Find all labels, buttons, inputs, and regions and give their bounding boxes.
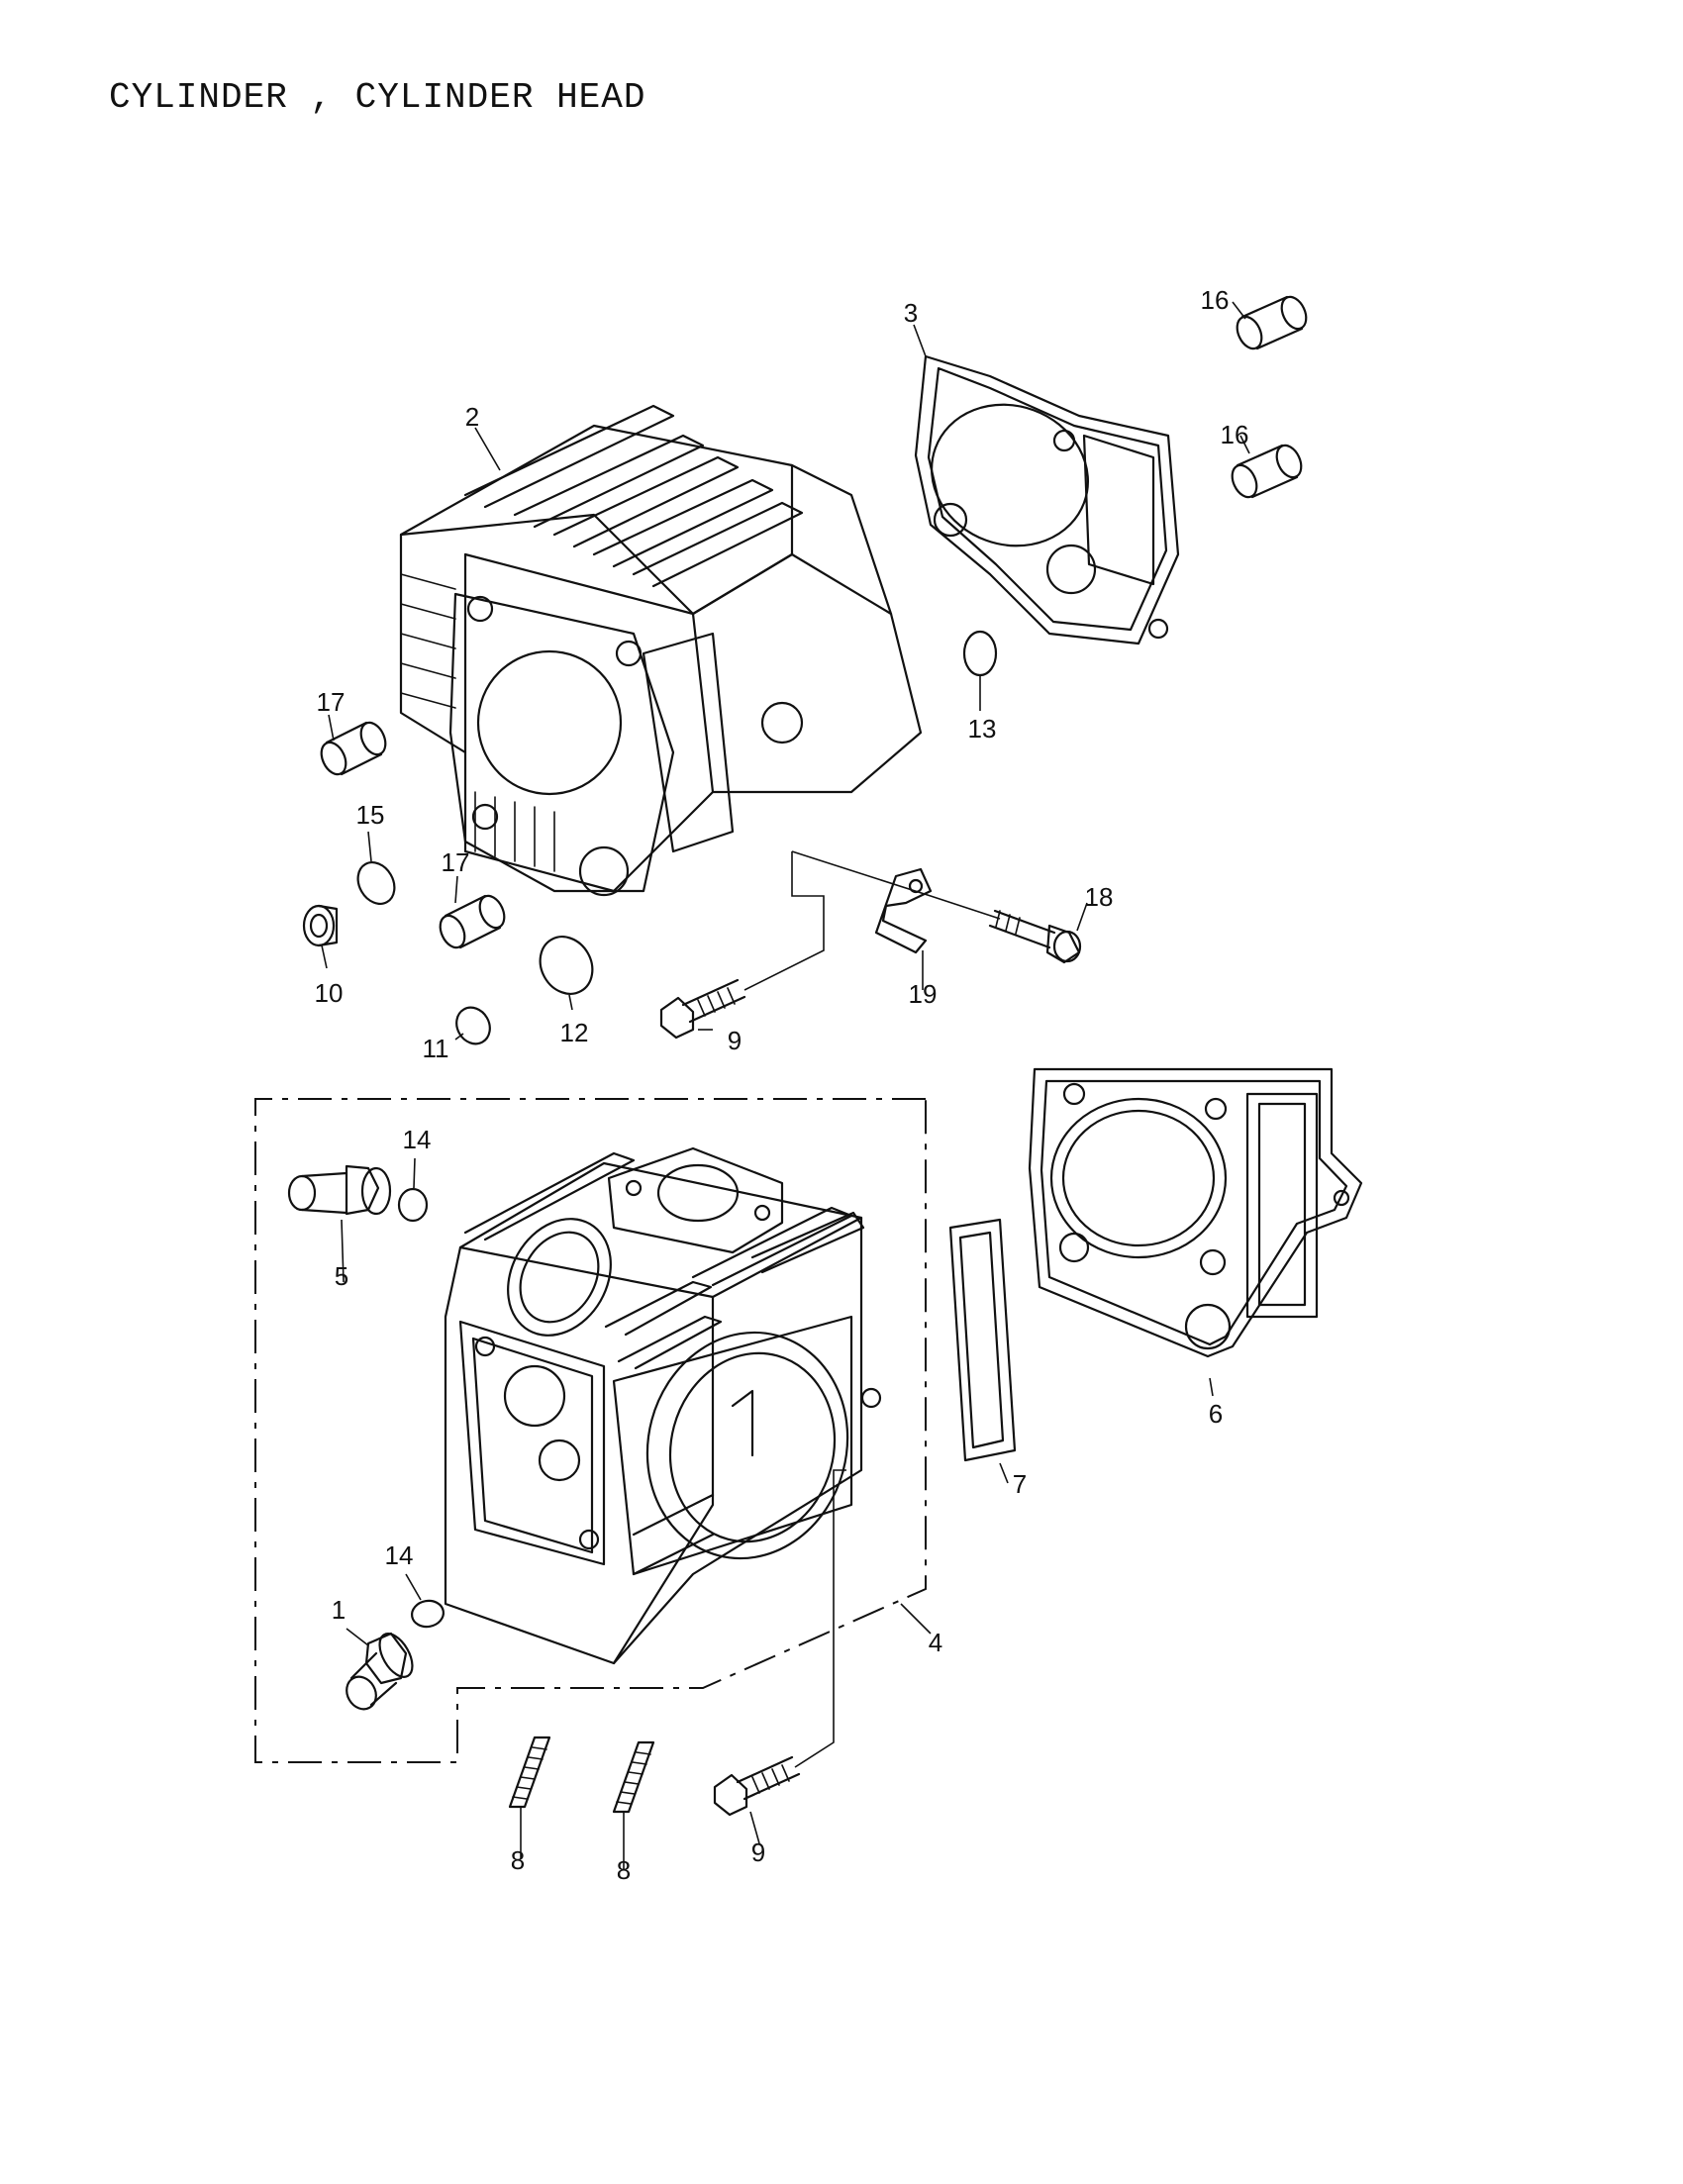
o-ring-part-12 xyxy=(539,936,594,995)
callout-17-lower: 17 xyxy=(442,847,470,877)
head-gasket-part-3 xyxy=(914,354,1180,645)
callout-6: 6 xyxy=(1209,1399,1223,1429)
bolt-part-18 xyxy=(988,909,1082,964)
callout-14-lower: 14 xyxy=(385,1540,414,1570)
plug-part-10 xyxy=(302,904,339,947)
dowel-pin-part-16-upper xyxy=(1236,295,1308,350)
dowel-pin-part-16-lower xyxy=(1231,444,1303,499)
callout-13: 13 xyxy=(968,714,997,744)
o-ring-part-13 xyxy=(962,630,998,677)
callout-8-right: 8 xyxy=(617,1855,631,1885)
stud-bolt-part-8-left xyxy=(508,1736,551,1809)
dowel-pin-part-17-upper xyxy=(320,721,387,776)
callout-4: 4 xyxy=(929,1628,942,1657)
callout-16-lower: 16 xyxy=(1221,420,1249,449)
callout-8-left: 8 xyxy=(511,1845,525,1875)
callout-16-upper: 16 xyxy=(1201,285,1230,315)
callout-2: 2 xyxy=(465,402,479,432)
callout-11: 11 xyxy=(423,1034,449,1063)
callout-10: 10 xyxy=(315,978,344,1008)
o-ring-part-14-lower xyxy=(410,1599,446,1629)
base-gasket-part-6 xyxy=(1028,1067,1363,1358)
callout-9-lower: 9 xyxy=(751,1837,765,1867)
callout-18: 18 xyxy=(1085,882,1114,912)
callout-17-upper: 17 xyxy=(317,687,346,717)
callout-9-upper: 9 xyxy=(728,1026,742,1055)
o-ring-part-11 xyxy=(455,1006,491,1045)
o-ring-part-14-upper xyxy=(397,1187,429,1223)
callout-15: 15 xyxy=(356,800,385,830)
callout-3: 3 xyxy=(904,298,918,328)
callout-12: 12 xyxy=(560,1018,589,1047)
stud-bolt-part-8-right xyxy=(612,1740,655,1814)
pivot-bolt-part-1 xyxy=(346,1632,414,1711)
page-title: CYLINDER , CYLINDER HEAD xyxy=(109,77,646,118)
callout-14-upper: 14 xyxy=(403,1125,432,1154)
assembly-boundary-part-4 xyxy=(254,1098,927,1763)
bolt-part-9-upper xyxy=(659,978,746,1040)
cylinder-head-part-2 xyxy=(399,404,923,897)
callout-5: 5 xyxy=(335,1261,348,1291)
pivot-bolt-part-5 xyxy=(287,1164,392,1216)
o-ring-part-15 xyxy=(356,861,396,905)
cylinder-block-part-4 xyxy=(444,1146,882,1665)
callout-7: 7 xyxy=(1013,1469,1027,1499)
callout-19: 19 xyxy=(909,979,938,1009)
gasket-part-7 xyxy=(948,1218,1017,1462)
callout-1: 1 xyxy=(332,1595,346,1625)
bolt-part-9-lower xyxy=(713,1755,801,1817)
dowel-pin-part-17-lower xyxy=(439,894,506,949)
